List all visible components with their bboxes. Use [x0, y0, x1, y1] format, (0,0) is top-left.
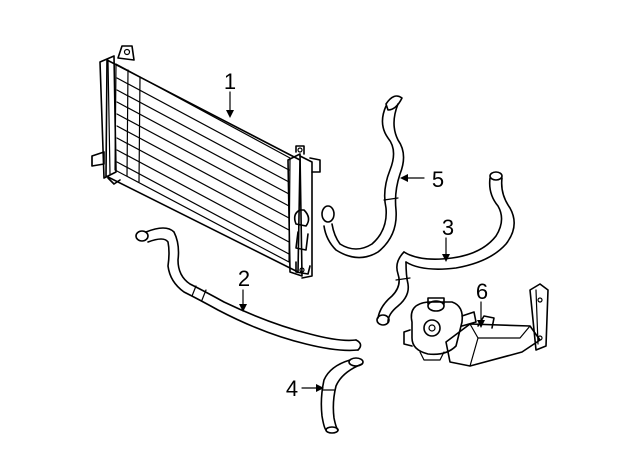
callout-4: 4: [286, 376, 298, 401]
callout-5: 5: [432, 167, 444, 192]
upper-hose[interactable]: [376, 171, 515, 326]
leader-lines: [229, 91, 482, 389]
leader-arrowheads: [226, 110, 485, 392]
short-hose[interactable]: [320, 357, 364, 434]
callout-6: 6: [476, 279, 488, 304]
callout-3: 3: [442, 215, 454, 240]
radiator[interactable]: [91, 45, 321, 279]
callout-1: 1: [224, 69, 236, 94]
lower-hose[interactable]: [135, 227, 362, 352]
inlet-hose[interactable]: [321, 95, 405, 259]
callout-2: 2: [238, 266, 250, 291]
